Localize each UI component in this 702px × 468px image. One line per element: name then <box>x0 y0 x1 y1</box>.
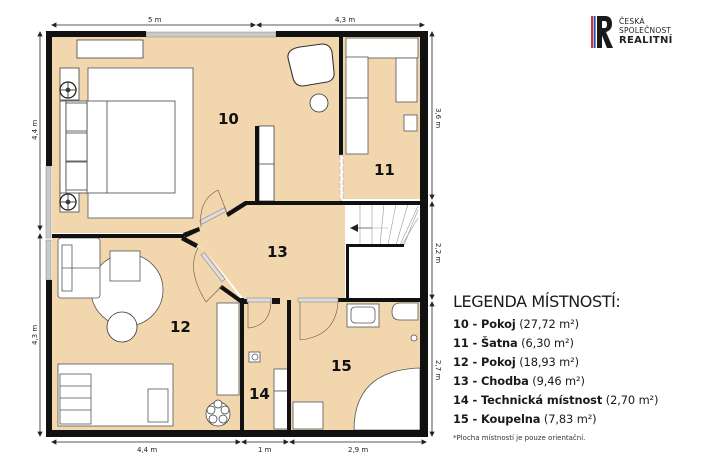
dim-left-bottom: 4,3 m <box>31 325 39 345</box>
room-12-furniture <box>57 237 240 427</box>
dim-right-top: 3,6 m <box>434 108 442 128</box>
door-15 <box>297 297 339 303</box>
legend-row: 12 - Pokoj (18,93 m²) <box>453 355 579 369</box>
dim-left-top: 4,4 m <box>31 120 39 140</box>
dim-top-right: 4,3 m <box>335 16 355 24</box>
shower <box>353 367 421 431</box>
room-legend: LEGENDA MÍSTNOSTÍ: 10 - Pokoj (27,72 m²)… <box>453 292 702 442</box>
room-13-floor <box>183 203 345 300</box>
side-table <box>309 93 329 113</box>
pouf <box>106 311 138 343</box>
table <box>109 250 141 282</box>
dim-bottom-right: 2,9 m <box>348 446 368 454</box>
window-left-bottom <box>45 239 52 281</box>
toilet <box>391 302 419 321</box>
window-left-top <box>45 165 52 239</box>
legend-row: 13 - Chodba (9,46 m²) <box>453 374 585 388</box>
dim-right-bottom: 2,7 m <box>434 360 442 380</box>
wardrobe <box>258 125 275 202</box>
room-11-furniture <box>345 37 419 155</box>
doors <box>193 154 344 341</box>
door-14 <box>246 297 272 303</box>
walls <box>46 31 428 437</box>
plant-icon <box>205 399 231 427</box>
brand-logo-icon <box>591 16 613 48</box>
dim-bottom-middle: 1 m <box>258 446 272 454</box>
armchair <box>287 43 335 87</box>
door-12 <box>200 251 226 283</box>
room-label-12: 12 <box>170 318 191 336</box>
door-11 <box>339 154 344 201</box>
bidet-tap-icon <box>410 334 418 342</box>
wardrobe <box>216 302 240 396</box>
dresser <box>76 39 144 59</box>
stair-direction-arrow-icon <box>350 224 358 232</box>
dim-right-middle: 2,2 m <box>434 243 442 263</box>
brand-logo: ČESKÁ SPOLEČNOST REALITNÍ <box>591 14 691 50</box>
dimension-lines <box>37 22 435 445</box>
legend-row: 11 - Šatna (6,30 m²) <box>453 336 574 350</box>
legend-note: *Plocha místností je pouze orientační. <box>453 434 586 442</box>
dim-bottom-left: 4,4 m <box>137 446 157 454</box>
room-15-furniture <box>292 302 421 431</box>
legend-row: 14 - Technická místnost (2,70 m²) <box>453 393 659 407</box>
legend-row: 10 - Pokoj (27,72 m²) <box>453 317 579 331</box>
washing-machine <box>292 401 324 430</box>
room-label-14: 14 <box>249 385 270 403</box>
room-label-15: 15 <box>331 357 352 375</box>
room-labels: 10 11 12 13 14 15 <box>170 110 395 403</box>
room-10-furniture <box>59 39 335 219</box>
room-label-13: 13 <box>267 243 288 261</box>
legend-row: 15 - Koupelna (7,83 m²) <box>453 412 597 426</box>
room-label-10: 10 <box>218 110 239 128</box>
legend-title: LEGENDA MÍSTNOSTÍ: <box>453 292 621 311</box>
brand-name: ČESKÁ SPOLEČNOST REALITNÍ <box>619 17 673 46</box>
room-14-furniture <box>248 351 289 430</box>
window-top <box>145 31 277 38</box>
dimension-labels: 5 m 4,3 m 4,4 m 4,3 m 3,6 m 2,2 m 2,7 m … <box>31 16 442 454</box>
staircase <box>346 203 420 300</box>
room-label-11: 11 <box>374 161 395 179</box>
dim-top-left: 5 m <box>148 16 162 24</box>
